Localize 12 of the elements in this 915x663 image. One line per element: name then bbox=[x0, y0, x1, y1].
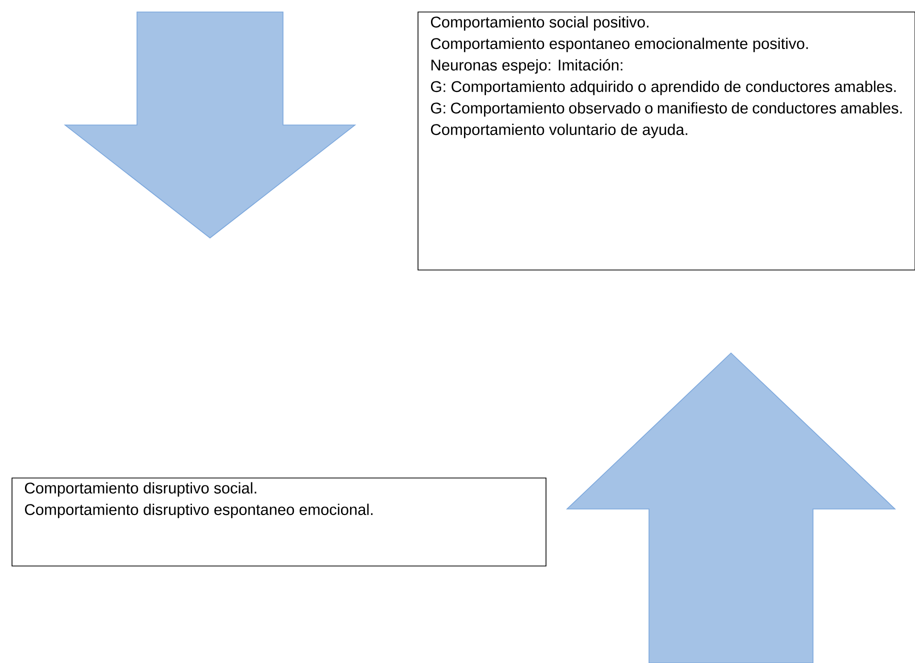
text-line: Comportamiento social positivo. bbox=[431, 16, 648, 31]
text-line: Comportamiento espontaneo emocionalmente positivo. bbox=[431, 38, 808, 52]
text-line: Neuronas espejo: Imitación: bbox=[431, 59, 622, 74]
text-line: Comportamiento voluntario de ayuda. bbox=[431, 124, 688, 138]
text-line: G: Comportamiento observado o manifiesto de conductores amables. bbox=[431, 102, 902, 117]
text-line: G: Comportamiento adquirido o aprendido de conductores amables. bbox=[431, 80, 896, 96]
block-arrow bbox=[64, 12, 356, 238]
text-line: Comportamiento disruptivo social. bbox=[25, 482, 256, 497]
block-arrow bbox=[566, 352, 896, 663]
text-box bbox=[12, 478, 546, 566]
text-box bbox=[418, 12, 915, 270]
text-line: Comportamiento disruptivo espontaneo emocional. bbox=[25, 504, 373, 518]
